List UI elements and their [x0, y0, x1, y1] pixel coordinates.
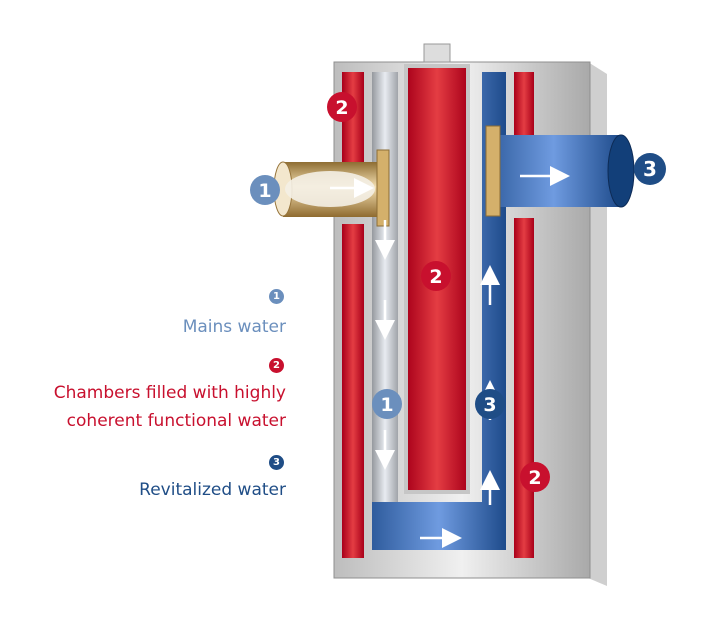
- left-lower-chamber: [342, 224, 364, 558]
- inlet-marker: 1: [250, 175, 280, 205]
- legend-number-3: 3: [269, 455, 284, 470]
- legend-label-chambers-line-2: coherent functional water: [66, 411, 286, 431]
- legend-label-chambers-line-1: Chambers filled with highly: [53, 383, 286, 403]
- right-lower-chamber: [514, 218, 534, 558]
- chamber-bottom-right-marker: 2: [520, 462, 550, 492]
- outflow-channel-marker: 3: [475, 389, 505, 419]
- svg-text:3: 3: [483, 394, 496, 416]
- svg-text:1: 1: [380, 394, 393, 416]
- chamber-center-marker: 2: [421, 261, 451, 291]
- outlet-marker: 3: [634, 153, 666, 185]
- svg-text:1: 1: [258, 180, 271, 202]
- svg-text:3: 3: [643, 157, 657, 181]
- svg-text:2: 2: [335, 97, 348, 119]
- right-outer-chamber: [514, 72, 534, 152]
- chamber-top-left-marker: 2: [327, 92, 357, 122]
- legend-label-revitalized-water: Revitalized water: [139, 480, 286, 500]
- legend-label-mains-water: Mains water: [182, 317, 286, 337]
- svg-text:2: 2: [528, 467, 541, 489]
- legend-number-1: 1: [269, 289, 284, 304]
- svg-text:2: 2: [429, 266, 442, 288]
- flow-arrow-icon: [330, 166, 570, 548]
- legend-number-2: 2: [269, 358, 284, 373]
- threaded-outlet-pipe-icon: [485, 125, 635, 217]
- inflow-channel-marker: 1: [372, 389, 402, 419]
- top-cap: [423, 43, 451, 63]
